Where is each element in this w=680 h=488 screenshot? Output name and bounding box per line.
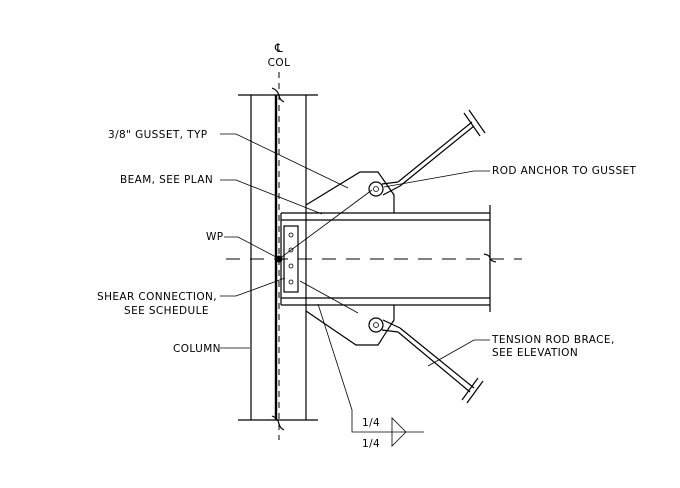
wp-label: WP [206,231,224,243]
gusset-leader [220,133,349,189]
lower-gusset [299,280,395,346]
shear-plate [283,225,299,293]
shear-connection-label-1: SHEAR CONNECTION, [97,291,217,303]
shear-leader [220,277,286,297]
weld-symbol [317,303,424,447]
lower-tension-rod [381,319,484,404]
beam [280,205,497,312]
centerline-label: COL [268,57,291,69]
rod-anchor-leader [383,170,490,188]
beam-label: BEAM, SEE PLAN [120,174,213,186]
weld-size-top: 1/4 [362,417,380,429]
column-break-bottom [271,415,285,431]
rod-anchor-label: ROD ANCHOR TO GUSSET [492,165,637,177]
column-break-top [271,87,285,103]
beam-leader [220,179,323,215]
tension-rod-leader [427,339,490,367]
upper-tension-rod [381,109,486,196]
gusset-label: 3/8" GUSSET, TYP [108,129,208,141]
shear-connection-label-2: SEE SCHEDULE [124,305,209,317]
beam-break [483,253,497,263]
tension-rod-label-2: SEE ELEVATION [492,347,578,359]
wp-leader [224,236,277,258]
centerline-symbol: ℄ [274,41,283,55]
tension-rod-label-1: TENSION ROD BRACE, [491,334,615,346]
column-label: COLUMN [173,343,221,355]
weld-size-bottom: 1/4 [362,438,380,450]
upper-gusset [278,171,395,260]
